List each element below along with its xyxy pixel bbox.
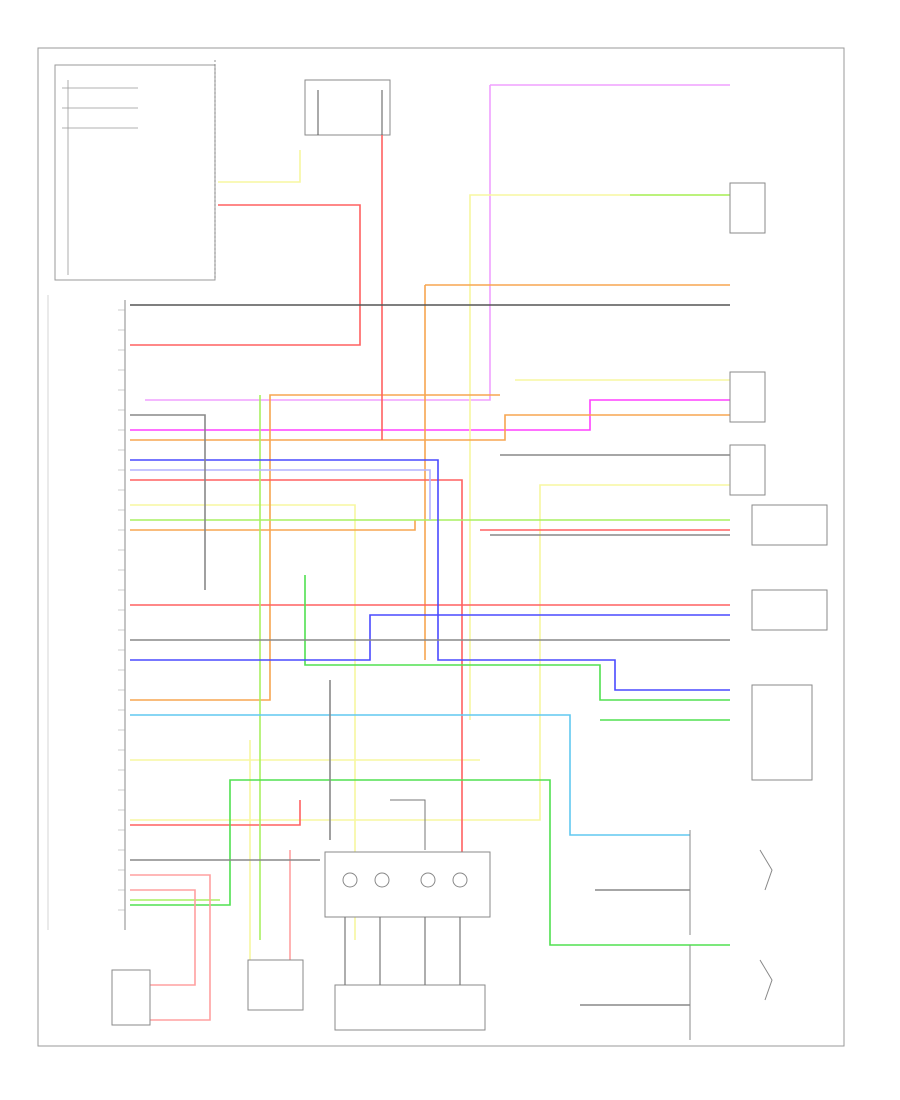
- wire-orange-4: [130, 520, 416, 531]
- bottom-center-component: [247, 959, 304, 1011]
- wire-lavender: [130, 469, 431, 520]
- bottom-left-module: [111, 969, 151, 1026]
- wire-green-1: [304, 575, 730, 701]
- component-right-1: [729, 182, 766, 234]
- wire-gray-4: [130, 414, 206, 590]
- squib-icon-4: [452, 872, 468, 888]
- component-right-3: [729, 444, 766, 496]
- wire-orange-5: [130, 394, 500, 701]
- component-right-6: [751, 684, 813, 781]
- squib-icon-3: [420, 872, 436, 888]
- wire-orange-3: [130, 414, 730, 441]
- wire-red-5: [130, 800, 301, 826]
- component-right-2: [729, 371, 766, 423]
- component-right-4: [751, 504, 828, 546]
- diagram-border: [37, 47, 845, 1047]
- squib-icon: [342, 872, 358, 888]
- wire-light-red-1: [130, 874, 211, 1021]
- wire-red-3: [130, 479, 463, 855]
- fuse-box: [304, 79, 391, 136]
- wire-green-2: [130, 779, 730, 946]
- wire-yellow-1: [218, 150, 301, 183]
- module-pin-ticks: [118, 309, 125, 911]
- wire-red-1: [130, 204, 361, 346]
- top-left-box: [54, 64, 216, 281]
- center-connector: [390, 799, 426, 850]
- wire-blue-2: [130, 614, 730, 661]
- wire-yellow-2: [469, 194, 730, 720]
- center-module-bottom: [334, 984, 486, 1031]
- switch-icon: [759, 849, 773, 891]
- wire-yellow-7: [130, 484, 730, 821]
- wire-lt-blue: [130, 714, 690, 836]
- wire-light-red-2: [130, 889, 196, 986]
- switch-icon-2: [759, 959, 773, 1001]
- squib-icon-2: [374, 872, 390, 888]
- component-right-5: [751, 589, 828, 631]
- wire-blue-1: [130, 459, 730, 691]
